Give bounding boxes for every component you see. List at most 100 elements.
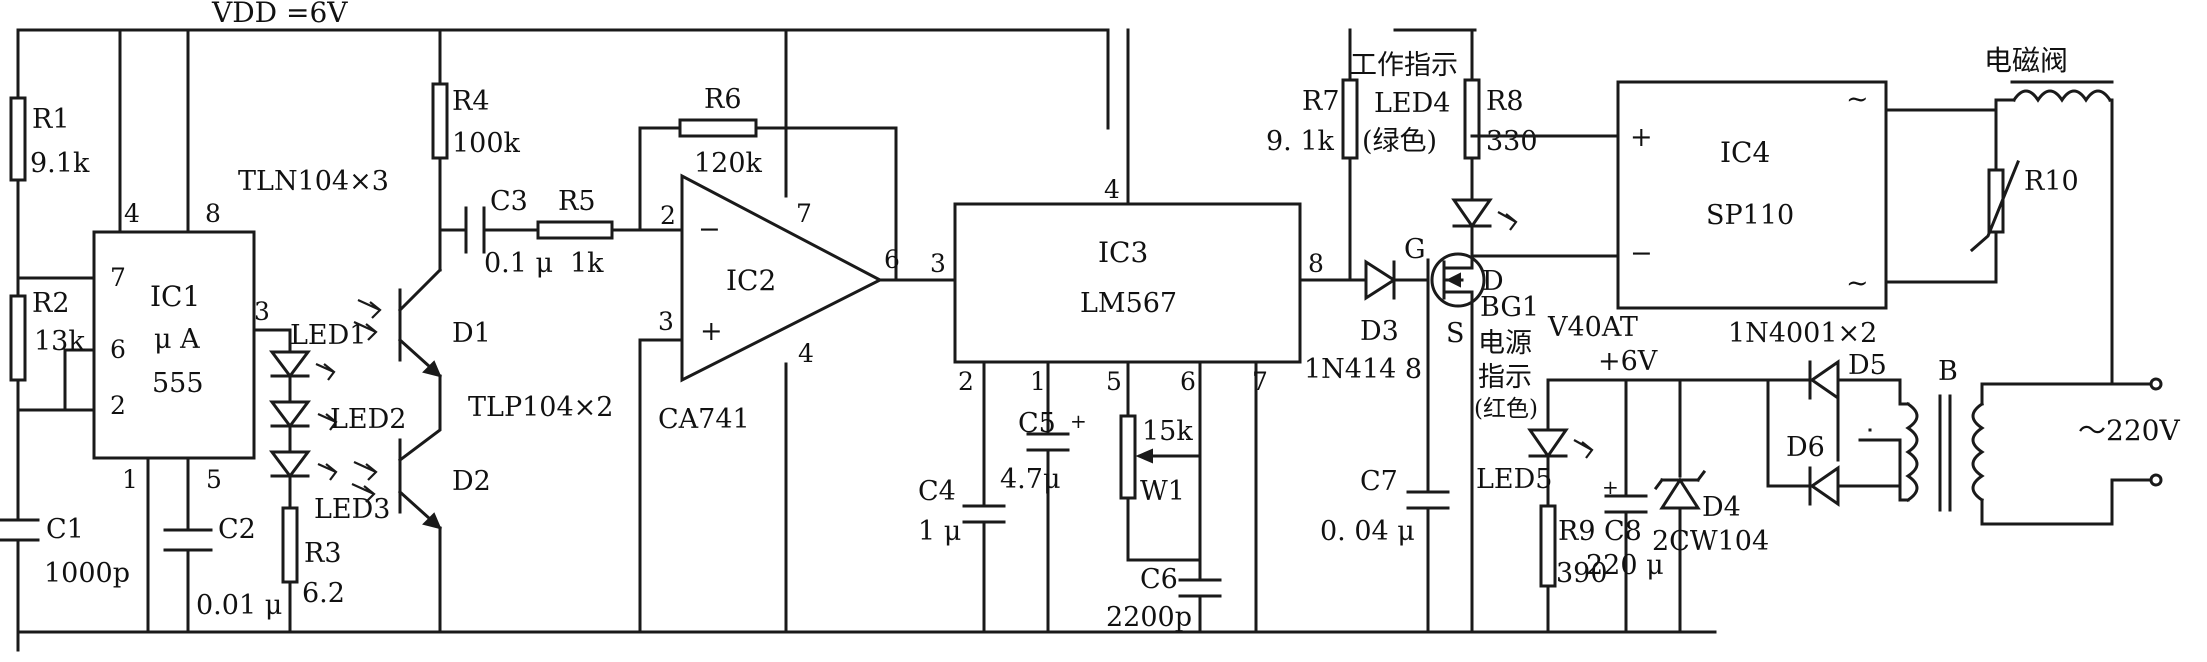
c8-value: 220 μ (1586, 550, 1664, 581)
r10-label: R10 (2024, 166, 2079, 197)
ic2-minus: − (698, 214, 721, 245)
ic3-pin-3: 3 (930, 249, 946, 278)
c5-value: 4.7μ (1000, 464, 1061, 495)
ic3-pin-8: 8 (1308, 249, 1324, 278)
led4-title: 工作指示 (1350, 50, 1458, 81)
led1-label: LED1 (290, 320, 366, 351)
led4-ref: LED4 (1374, 88, 1450, 119)
ic2-type: CA741 (658, 404, 750, 435)
bg1-type: V40AT (1547, 312, 1638, 343)
ic3-pin-6: 6 (1180, 367, 1196, 396)
ic2-pin-7: 7 (796, 199, 812, 228)
ic3-type: LM567 (1080, 288, 1177, 319)
ic1-pin-2: 2 (110, 391, 126, 420)
c1-value: 1000p (44, 558, 130, 589)
ic1-type-line2: 555 (152, 368, 204, 399)
r6-value: 120k (694, 148, 763, 179)
r3-resistor (281, 506, 299, 584)
c4-ref: C4 (918, 476, 956, 507)
ic2-pin-3: 3 (658, 307, 674, 336)
rectifier-transformer (1766, 108, 2163, 526)
c5-plus: + (1070, 409, 1087, 433)
r5-value: 1k (570, 248, 604, 279)
w1-value: 15k (1142, 416, 1193, 447)
ic1-pin-1: 1 (122, 465, 138, 494)
r5-ref: R5 (558, 186, 596, 217)
r5-resistor (536, 220, 614, 240)
led4-color: (绿色) (1362, 126, 1437, 157)
led5-ref: LED5 (1476, 464, 1552, 495)
ic4-ac-1: ~ (1846, 84, 1869, 115)
r1-resistor (9, 96, 27, 182)
led2-label: LED2 (330, 404, 406, 435)
c7-value: 0. 04 μ (1320, 516, 1415, 547)
r8-value: 330 (1486, 126, 1538, 157)
d3-value: 1N414 8 (1304, 354, 1422, 385)
ic2-pin-6: 6 (884, 245, 900, 274)
r2-value: 13k (34, 326, 85, 357)
led5-title-1: 电源 (1478, 328, 1532, 359)
r7-value: 9. 1k (1266, 126, 1335, 157)
led5-title-2: 指示 (1478, 362, 1532, 393)
r6-resistor (678, 118, 758, 138)
r3-ref: R3 (304, 538, 342, 569)
mains-label: ～220V (2078, 414, 2180, 447)
d4-zener-symbol (1659, 477, 1701, 510)
ic1-ref: IC1 (150, 280, 200, 313)
plus6v-label: +6V (1598, 346, 1658, 377)
bg1-d: D (1482, 266, 1504, 297)
r8-resistor (1463, 78, 1481, 160)
ic2-plus: + (700, 316, 723, 347)
ic2-pin-2: 2 (660, 201, 676, 230)
led1-symbol (269, 350, 311, 379)
c6-value: 2200p (1106, 602, 1192, 633)
ic3-pin-5: 5 (1106, 367, 1122, 396)
d3-diode-symbol (1364, 259, 1397, 301)
w1-ref: W1 (1140, 476, 1185, 507)
c3-value: 0.1 μ (484, 248, 553, 279)
ic3-ref: IC3 (1098, 236, 1148, 269)
ic4-ref: IC4 (1720, 136, 1770, 169)
c7-ref: C7 (1360, 466, 1398, 497)
ic1-pin-4: 4 (124, 199, 140, 228)
r1-value: 9.1k (30, 148, 90, 179)
d5-label: D5 (1848, 350, 1887, 381)
led3-symbol (269, 450, 311, 479)
d2-label: D2 (452, 466, 491, 497)
ic1-pin-6: 6 (110, 335, 126, 364)
r9-ref: R9 (1558, 516, 1596, 547)
c6-ref: C6 (1140, 564, 1178, 595)
c8-plus: + (1602, 475, 1619, 499)
r2-ref: R2 (32, 288, 70, 319)
d5-diode-symbol (1809, 359, 1840, 401)
r2-resistor (9, 294, 27, 382)
bg1-s: S (1446, 318, 1465, 349)
r1-ref: R1 (32, 104, 70, 135)
r8-ref: R8 (1486, 86, 1524, 117)
ic1-pin-5: 5 (206, 465, 222, 494)
led4-symbol (1451, 198, 1493, 229)
diode-part-label: 1N4001×2 (1728, 318, 1877, 349)
led-emitter-chain (269, 328, 338, 634)
phototransistors-r4 (351, 28, 684, 634)
d1-label: D1 (452, 318, 491, 349)
c1-ref: C1 (46, 514, 84, 545)
r4-ref: R4 (452, 86, 490, 117)
solenoid-valve (1994, 80, 2114, 386)
ic3-pin-2: 2 (958, 367, 974, 396)
valve-label: 电磁阀 (1984, 44, 2068, 77)
r4-resistor (431, 82, 449, 160)
ic4-minus: − (1630, 238, 1653, 269)
w1-potentiometer (1119, 414, 1137, 500)
ic3-pin-1: 1 (1030, 367, 1046, 396)
transformer-label: B (1938, 356, 1958, 387)
led3-label: LED3 (314, 494, 390, 525)
c2-ref: C2 (218, 514, 256, 545)
led2-symbol (269, 400, 311, 429)
d6-label: D6 (1786, 432, 1825, 463)
c3-ref: C3 (490, 186, 528, 217)
r9-value: 390 (1556, 558, 1608, 589)
r7-resistor (1341, 78, 1359, 160)
d6-diode-symbol (1809, 465, 1840, 507)
